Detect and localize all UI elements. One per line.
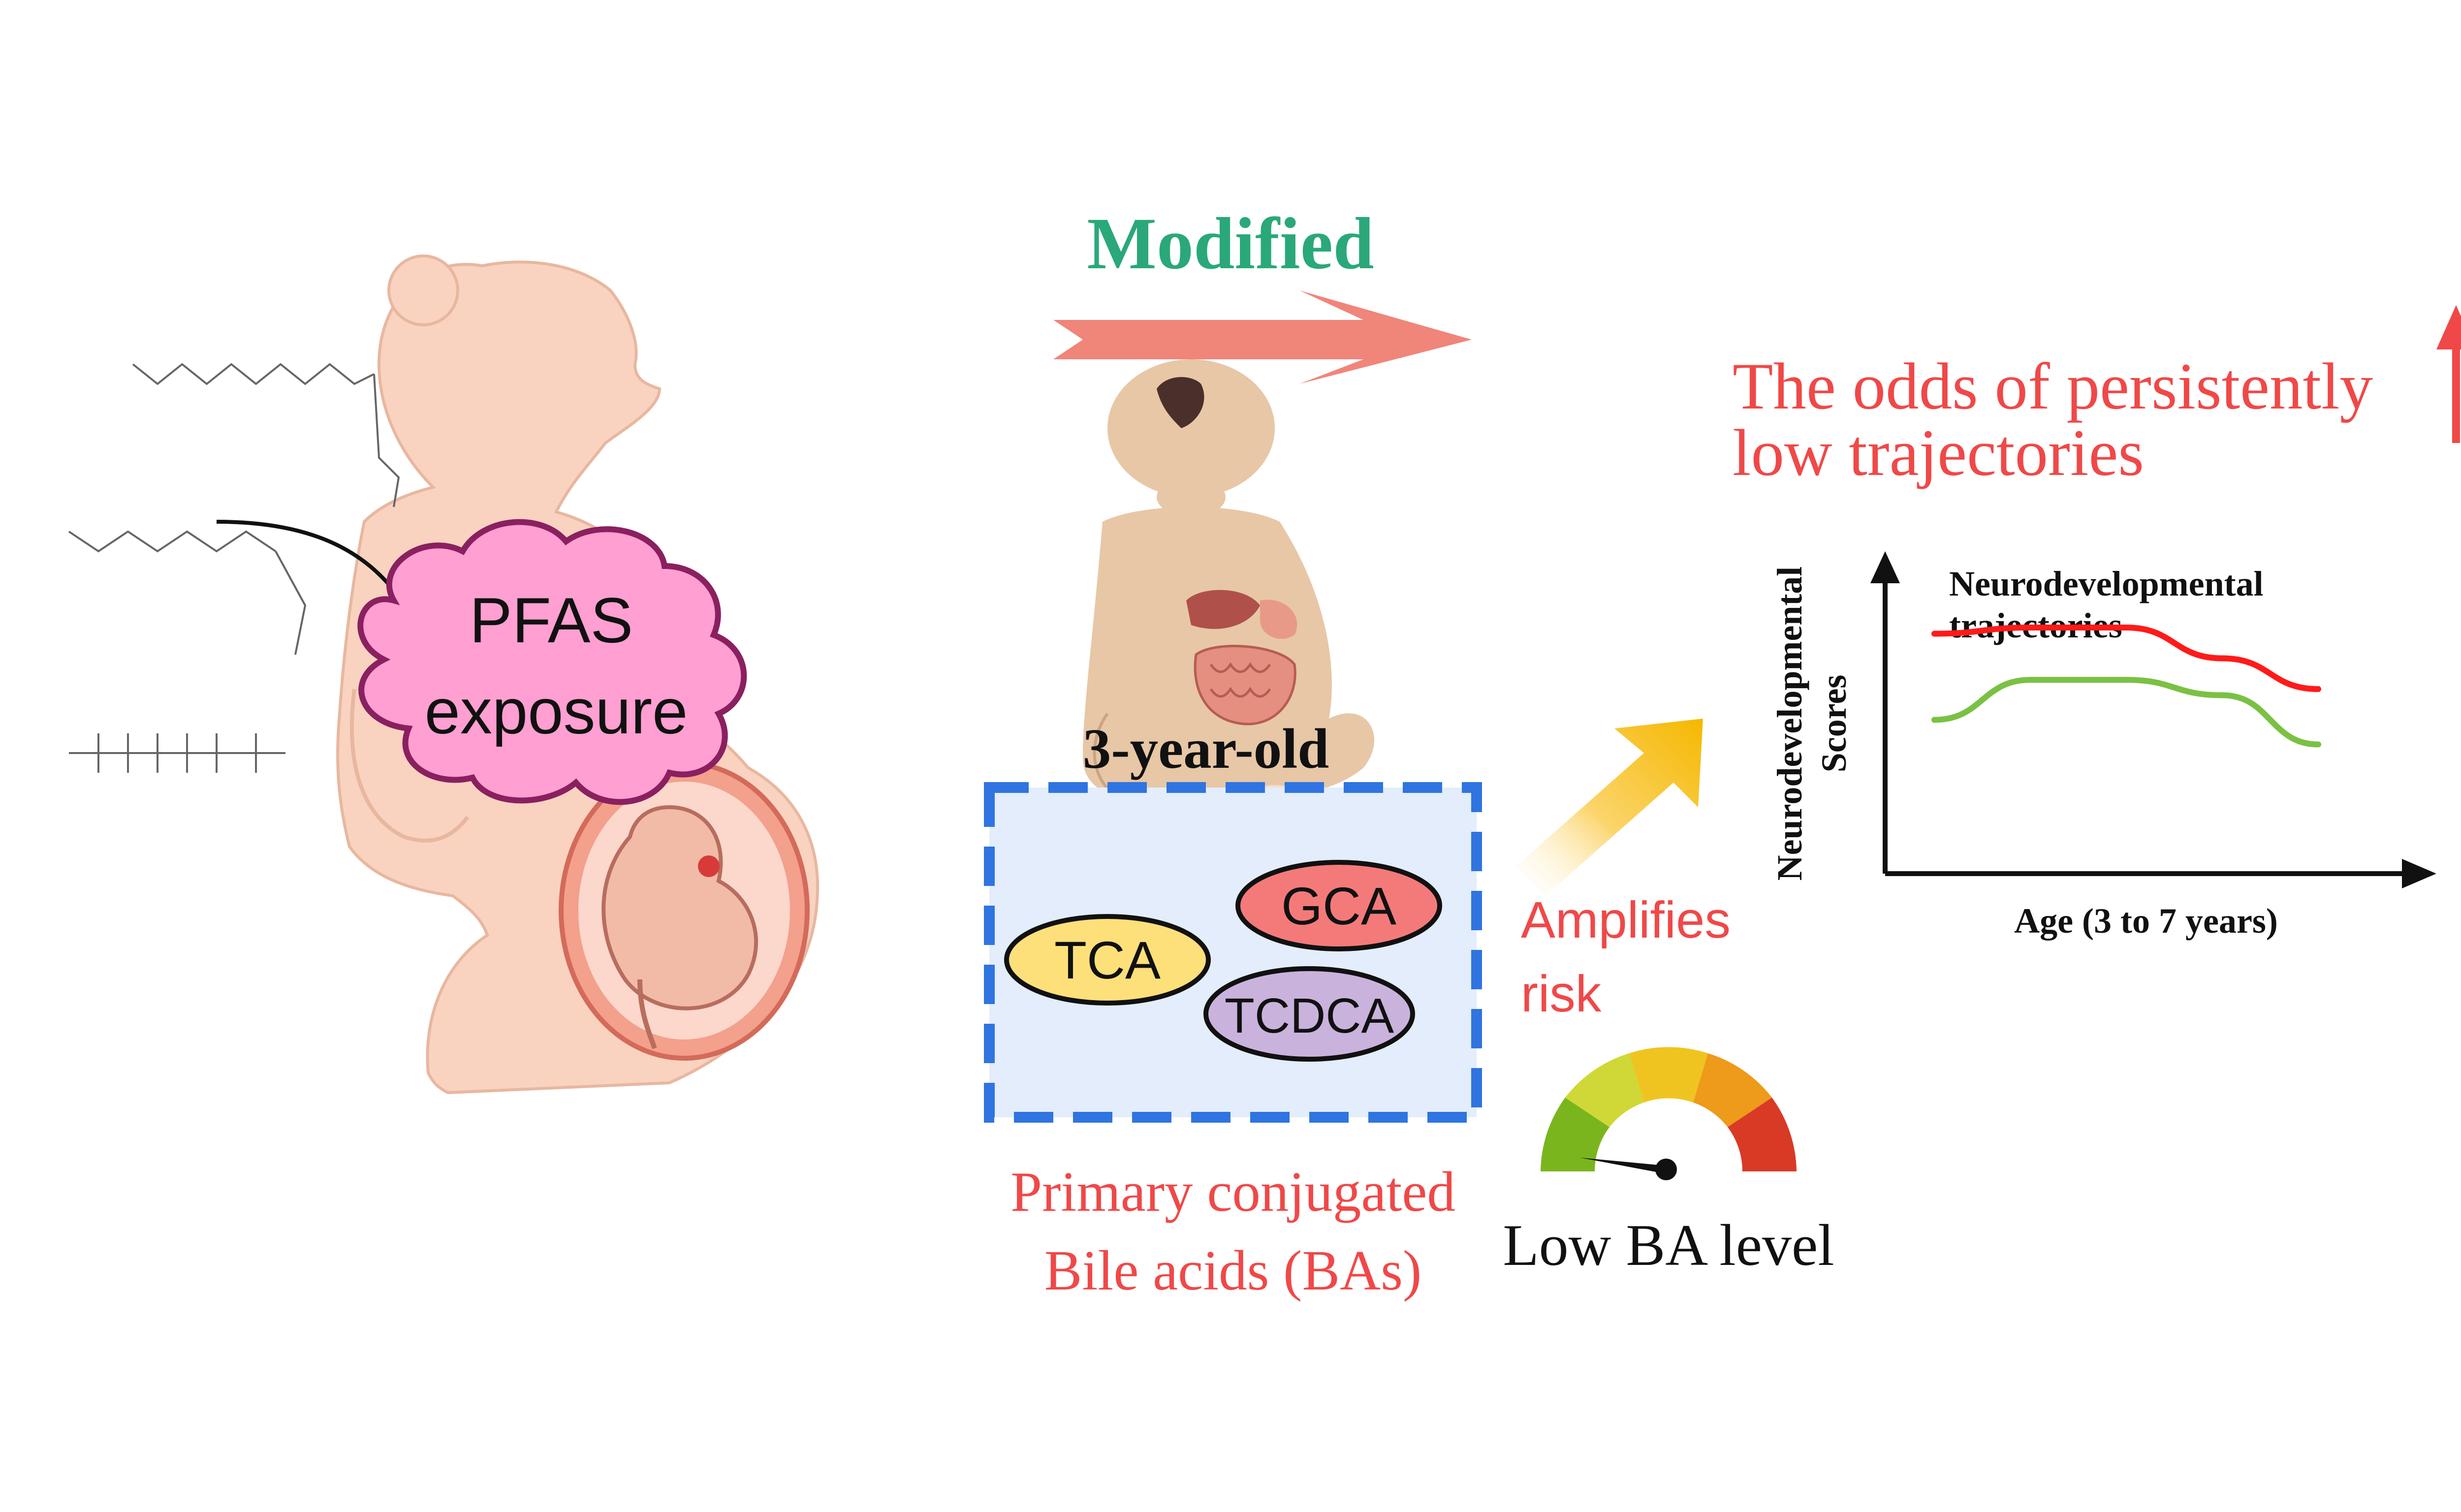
amplifies-line2: risk: [1521, 965, 1602, 1023]
chart-ylabel-line2: Scores: [1814, 675, 1854, 773]
fetus-icon: [559, 760, 810, 1061]
bile-acid-tcdca: TCDCA: [1203, 966, 1415, 1062]
baby-icon: [1083, 359, 1375, 861]
modified-arrow: [1053, 290, 1472, 384]
amplifies-line1: Amplifies: [1521, 891, 1731, 949]
gauge-icon: [1541, 1047, 1797, 1180]
chart-title-line1: Neurodevelopmental: [1949, 564, 2264, 603]
trajectory-chart: Neurodevelopmental trajectories Age (3 t…: [1770, 551, 2436, 941]
up-arrow-icon: [2436, 305, 2461, 443]
odds-line1: The odds of persistently: [1733, 350, 2373, 423]
gauge-label: Low BA level: [1503, 1212, 1834, 1278]
tcdca-label: TCDCA: [1225, 988, 1394, 1043]
molecule-icon: [68, 363, 400, 773]
caption-line2: Bile acids (BAs): [1044, 1239, 1422, 1302]
chart-xlabel: Age (3 to 7 years): [2014, 901, 2278, 941]
tca-label: TCA: [1054, 930, 1161, 990]
trajectory-line-1: [1931, 624, 2321, 692]
amplify-arrow: [1516, 719, 1703, 896]
chart-ylabel-line1: Neurodevelopmental: [1770, 567, 1809, 881]
odds-line2: low trajectories: [1733, 416, 2144, 490]
trajectory-line-2: [1931, 677, 2321, 748]
chart-x-arrowhead: [2402, 859, 2436, 888]
age-label: 3-year-old: [1083, 718, 1329, 780]
gca-label: GCA: [1281, 876, 1396, 936]
pfas-label-line1: PFAS: [470, 584, 633, 656]
caption-line1: Primary conjugated: [1010, 1161, 1455, 1223]
bile-acid-tca: TCA: [1004, 914, 1211, 1006]
bile-acid-gca: GCA: [1235, 860, 1442, 951]
pfas-label-line2: exposure: [425, 675, 688, 747]
chart-y-arrowhead: [1870, 551, 1900, 583]
modified-label: Modified: [1087, 203, 1374, 284]
pfas-exposure-cloud: PFAS exposure: [357, 519, 747, 805]
